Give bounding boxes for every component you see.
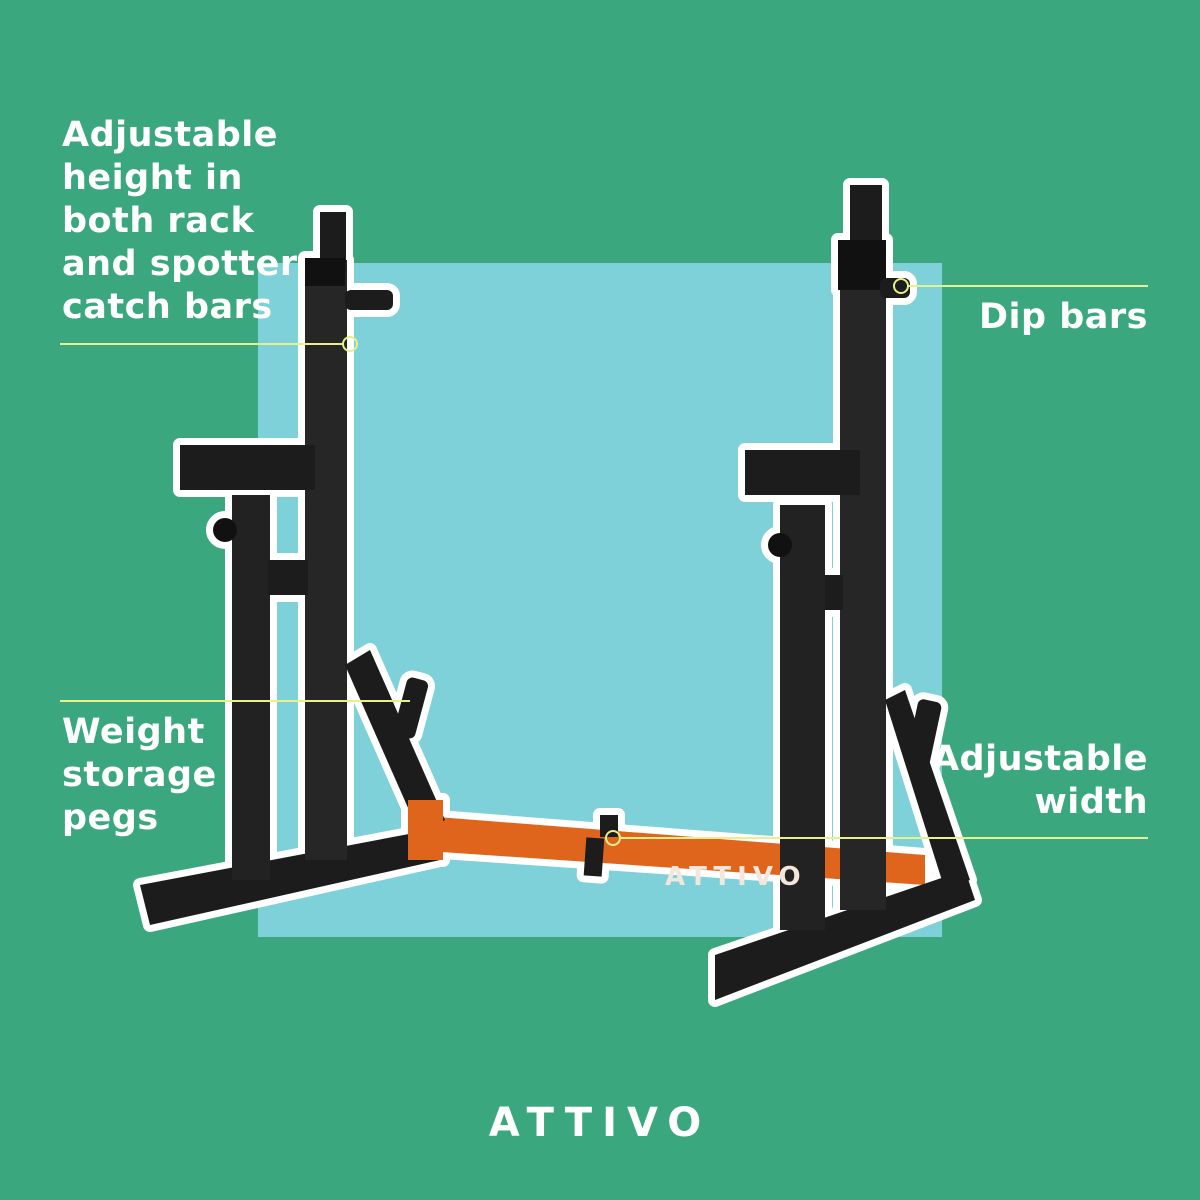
- callout-dot-width: [605, 830, 621, 846]
- crossbar-print: ATTIVO: [665, 862, 807, 892]
- callout-adjustable-width: Adjustable width: [931, 739, 1148, 822]
- callout-dot-dip: [893, 278, 909, 294]
- callout-dot-height: [342, 336, 358, 352]
- callout-adjustable-height: Adjustable height in both rack and spott…: [62, 115, 298, 327]
- callout-dip-bars: Dip bars: [978, 297, 1148, 337]
- callout-weight-pegs: Weight storage pegs: [62, 712, 217, 838]
- attivo-logo: ATTIVO: [488, 1100, 712, 1146]
